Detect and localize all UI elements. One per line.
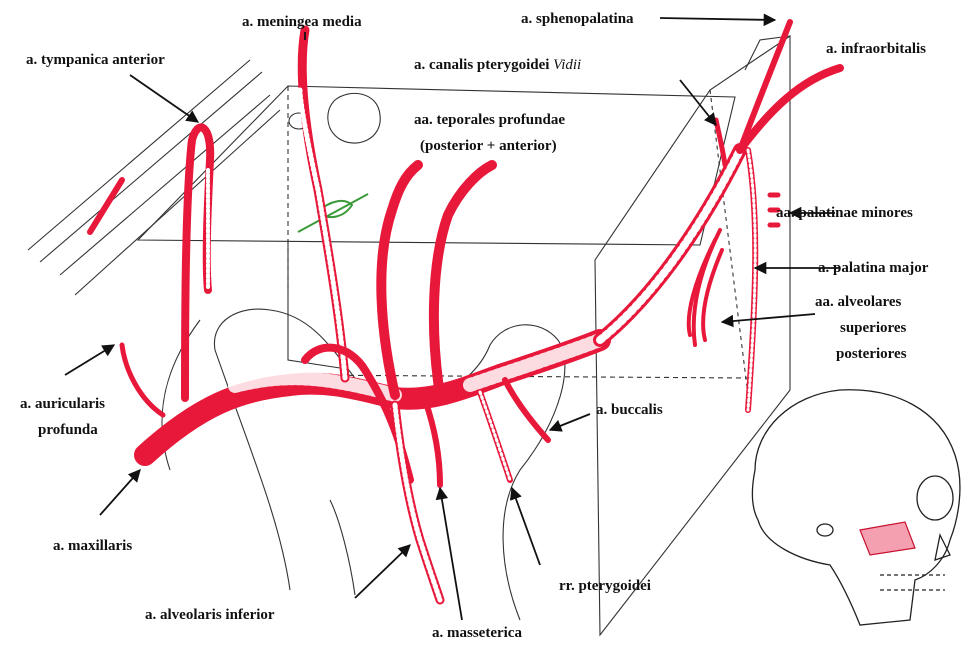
label-canalis-pterygoidei: a. canalis pterygoidei Vidii <box>414 57 581 73</box>
label-infraorbitalis: a. infraorbitalis <box>826 41 926 57</box>
label-alveolares-1: aa. alveolares <box>815 294 902 310</box>
arrow-auricularis <box>65 345 114 375</box>
label-sphenopalatina: a. sphenopalatina <box>521 11 634 27</box>
arrow-sphenopalatina <box>660 18 775 20</box>
label-pterygoidei: rr. pterygoidei <box>559 578 651 594</box>
arrow-canalis <box>680 80 716 125</box>
label-alveolares-3: posteriores <box>836 346 907 362</box>
sphenopalatina <box>740 22 790 150</box>
label-auricularis-2: profunda <box>38 422 98 438</box>
arrow-maxillaris <box>100 470 140 515</box>
label-maxillaris: a. maxillaris <box>53 538 132 554</box>
masseterica <box>425 400 440 485</box>
buccalis <box>505 380 548 440</box>
temporal-line-3 <box>60 95 270 275</box>
label-masseterica: a. masseterica <box>432 625 522 641</box>
label-auricularis-1: a. auricularis <box>20 396 105 412</box>
skull-ear <box>817 524 833 536</box>
label-temporales-1: aa. teporales profundae <box>414 112 565 128</box>
label-palatina-major: a. palatina major <box>818 260 929 276</box>
skull-outline <box>752 390 960 625</box>
skull-teeth <box>880 575 945 590</box>
label-tympanica-anterior: a. tympanica anterior <box>26 52 165 68</box>
arrow-buccalis <box>550 414 590 430</box>
arteries <box>90 22 840 600</box>
temporalis-posterior <box>381 165 418 395</box>
temporal-line-1 <box>28 60 250 250</box>
ramus-edge <box>330 500 355 595</box>
label-temporales-2: (posterior + anterior) <box>420 138 557 154</box>
leader-arrows <box>65 18 840 620</box>
labels: a. sphenopalatina a. meningea media a. t… <box>20 11 929 641</box>
skull-inset <box>752 390 960 625</box>
arrow-alveolaris-inferior <box>355 545 410 598</box>
tympanica-segment <box>90 180 122 232</box>
nerve-mark <box>298 194 368 232</box>
temporalis-anterior <box>434 165 492 395</box>
arrow-alveolares <box>722 314 815 322</box>
top-plane <box>138 86 735 245</box>
label-buccalis: a. buccalis <box>596 402 663 418</box>
label-alveolares-2: superiores <box>840 320 907 336</box>
arrow-pterygoidei <box>512 488 540 565</box>
label-alveolaris-inferior: a. alveolaris inferior <box>145 607 275 623</box>
pterygoid-stripe <box>480 392 510 480</box>
temporal-line-2 <box>40 72 262 262</box>
skull-highlight <box>860 522 915 555</box>
foramen-ovale <box>328 93 380 143</box>
auricularis-profunda <box>122 345 163 415</box>
arrow-tympanica <box>130 75 198 122</box>
label-palatinae-minores: aa. palatinae minores <box>776 205 913 221</box>
skull-orbit <box>917 476 953 520</box>
label-meningea-media: a. meningea media <box>242 14 362 30</box>
